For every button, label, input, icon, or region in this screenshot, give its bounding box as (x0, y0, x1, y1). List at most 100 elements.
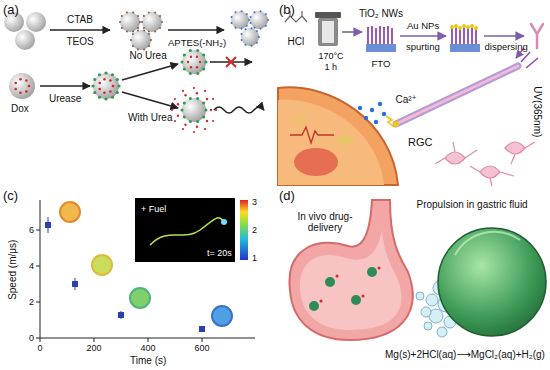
surface-dot (196, 49, 199, 52)
surface-dot (171, 109, 173, 111)
surface-dot (111, 73, 114, 76)
autoclave (315, 12, 341, 46)
surface-dot (148, 33, 150, 35)
condition-label: With Urea (128, 112, 172, 124)
surface-dot (202, 101, 205, 104)
tick-label: 600 (195, 343, 210, 353)
surface-dot (206, 120, 208, 122)
cell (278, 87, 398, 185)
surface-dot (248, 19, 250, 21)
surface-dot (251, 27, 253, 29)
tick-label: 4 (29, 261, 34, 271)
bubble (426, 294, 438, 306)
surface-dot (241, 39, 243, 41)
cross-mark (226, 57, 236, 67)
colorbar-tick: 3 (252, 197, 257, 207)
surface-dot (174, 120, 176, 122)
surface-dot (116, 91, 119, 94)
colorbar-tick: 1 (252, 253, 257, 263)
surface-dot (154, 11, 156, 13)
surface-dot (196, 120, 199, 123)
surface-dot (231, 16, 233, 18)
surface-dot (148, 45, 150, 47)
surface-dot (25, 79, 28, 82)
surface-dot (260, 28, 262, 30)
surface-dot (196, 97, 199, 100)
surface-dot (199, 61, 201, 63)
magnesium-motor (438, 228, 546, 336)
surface-dot (103, 78, 106, 81)
step-arrow (342, 31, 362, 33)
surface-dot (202, 116, 205, 119)
surface-dot (205, 109, 208, 112)
surface-dot (28, 85, 31, 88)
surface-dot (204, 90, 206, 92)
silica-spheres (4, 12, 46, 50)
surface-dot (130, 39, 132, 41)
surface-dot (193, 87, 195, 89)
surface-dot (235, 27, 237, 29)
surface-dot (183, 116, 186, 119)
moving-particle (182, 98, 206, 122)
surface-dot (98, 82, 101, 85)
surface-dot (206, 98, 208, 100)
surface-dot (139, 21, 141, 23)
calcium-ions (358, 102, 386, 124)
surface-dot (189, 120, 192, 123)
surface-dot (189, 49, 192, 52)
surface-dot (215, 109, 217, 111)
surface-dot (231, 22, 233, 24)
surface-dot (137, 29, 139, 31)
surface-dot (241, 28, 243, 30)
material-label: TiO₂ NWs (359, 8, 403, 20)
surface-dot (212, 98, 214, 100)
surface-dot (254, 11, 256, 13)
surface-dot (250, 22, 252, 24)
tracking-inset (135, 198, 235, 262)
surface-dot (132, 31, 134, 33)
drug-label: Dox (11, 103, 29, 115)
reagent-label: HCl (288, 36, 305, 48)
surface-dot (196, 92, 198, 94)
surface-dot (245, 28, 247, 30)
surface-dot (258, 36, 260, 38)
stomach-lining (300, 230, 402, 330)
surface-dot (260, 10, 262, 12)
surface-dot (25, 90, 28, 93)
reagent-label: APTES(-NH₂) (168, 38, 226, 49)
surface-dot (143, 15, 145, 17)
surface-dot (187, 61, 189, 63)
surface-dot (202, 68, 205, 71)
step-arrow (400, 35, 446, 37)
surface-dot (183, 53, 186, 56)
surface-dot (104, 71, 107, 74)
surface-dot (241, 33, 243, 35)
surface-dot (148, 11, 150, 13)
inset-label: + Fuel (141, 204, 166, 214)
inset-label: t= 20s (207, 248, 232, 258)
surface-dot (181, 109, 184, 112)
panel-label: (d) (279, 189, 295, 204)
surface-dot (183, 68, 186, 71)
surface-dot (98, 96, 101, 99)
surface-dot (189, 97, 192, 100)
surface-dot (117, 84, 120, 87)
surface-dot (98, 73, 101, 76)
ion-label: Ca²⁺ (396, 94, 417, 106)
surface-dot (177, 103, 179, 105)
surface-dot (177, 115, 179, 117)
surface-dot (210, 109, 212, 111)
surface-dot (159, 15, 161, 17)
surface-dot (250, 16, 252, 18)
surface-dot (121, 27, 123, 29)
motion-arrow (214, 107, 264, 113)
surface-dot (141, 21, 143, 23)
amine-spheres (231, 11, 268, 46)
surface-dot (212, 120, 214, 122)
tick-label: 0 (29, 333, 34, 343)
surface-dot (137, 15, 139, 17)
surface-dot (256, 42, 258, 44)
enzyme-label: Urease (49, 93, 81, 105)
surface-dot (235, 11, 237, 13)
step-label: Au NPs (407, 21, 439, 32)
